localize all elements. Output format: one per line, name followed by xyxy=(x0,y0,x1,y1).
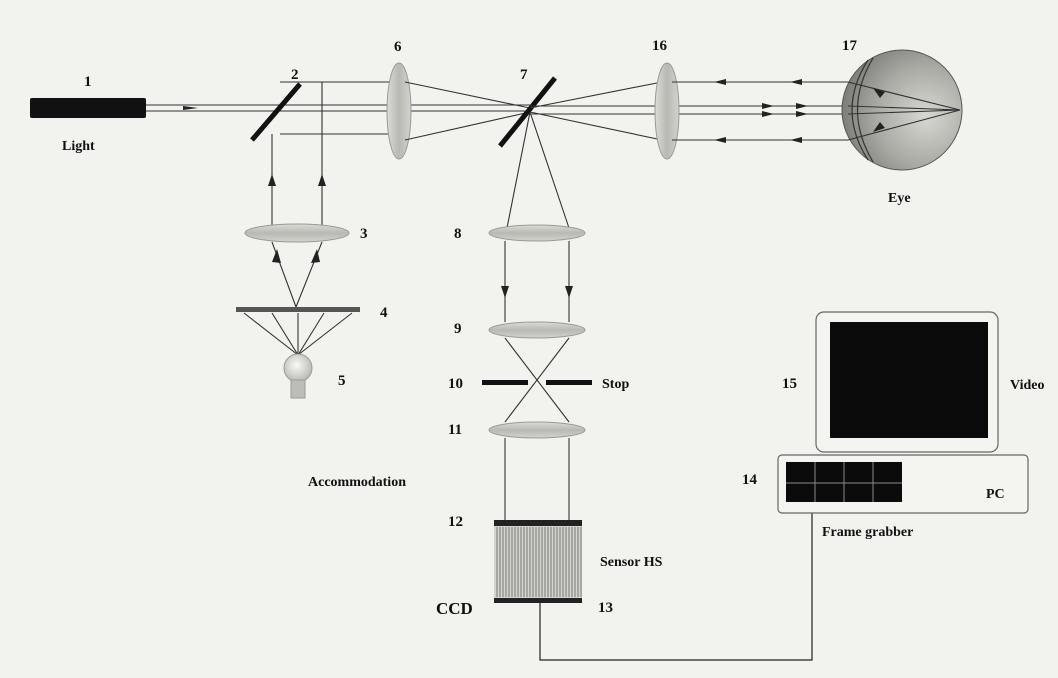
ray-arrow xyxy=(311,249,320,263)
label-9: 9 xyxy=(454,321,462,337)
ray-line xyxy=(504,337,570,423)
light-bulb-5 xyxy=(283,353,313,383)
ray-arrow xyxy=(790,79,802,85)
label-7: 7 xyxy=(520,67,528,83)
stop-aperture-left xyxy=(482,380,528,385)
lens-6 xyxy=(386,62,412,160)
beam-splitter-7 xyxy=(498,76,557,148)
ray-line xyxy=(271,312,299,356)
ray-arrow xyxy=(873,122,885,132)
ray-line xyxy=(529,111,570,229)
label-video: Video xyxy=(1010,378,1044,393)
ray-line xyxy=(847,109,961,141)
label-pc: PC xyxy=(986,487,1005,502)
label-13: 13 xyxy=(598,600,613,616)
label-5: 5 xyxy=(338,373,346,389)
label-3: 3 xyxy=(360,226,368,242)
label-11: 11 xyxy=(448,422,462,438)
hartmann-shack-sensor xyxy=(494,520,582,603)
lens-16 xyxy=(654,62,680,160)
label-4: 4 xyxy=(380,305,388,321)
label-accommodation: Accommodation xyxy=(308,475,406,490)
ray-line xyxy=(243,312,299,356)
label-eye: Eye xyxy=(888,191,911,206)
label-stop: Stop xyxy=(602,377,629,392)
cable-line xyxy=(539,490,813,661)
label-16: 16 xyxy=(652,38,668,54)
stop-aperture-right xyxy=(546,380,592,385)
label-2: 2 xyxy=(291,67,299,83)
lens-9 xyxy=(488,321,586,339)
ray-line xyxy=(529,81,663,109)
bulb-base xyxy=(290,379,306,399)
label-8: 8 xyxy=(454,226,462,242)
ray-arrow xyxy=(318,174,326,186)
label-17: 17 xyxy=(842,38,858,54)
ray-arrow xyxy=(714,137,726,143)
ray-arrow xyxy=(762,111,774,117)
ray-arrow xyxy=(796,111,808,117)
ray-line xyxy=(404,81,531,109)
ray-line xyxy=(506,111,531,229)
label-frame-grabber: Frame grabber xyxy=(822,525,913,540)
monitor-screen xyxy=(830,322,988,438)
label-15: 15 xyxy=(782,376,797,392)
ray-arrow xyxy=(873,88,885,98)
ray-line xyxy=(271,241,297,308)
ray-arrow xyxy=(501,286,509,298)
lens-8 xyxy=(488,224,586,242)
light-source xyxy=(30,98,146,118)
ray-line xyxy=(847,109,961,115)
ray-arrow xyxy=(762,103,774,109)
ray-arrow xyxy=(268,174,276,186)
lens-3 xyxy=(244,223,350,243)
eye xyxy=(841,49,963,171)
beam-arrow xyxy=(183,106,198,110)
cornea xyxy=(857,57,874,163)
ray-line xyxy=(847,105,961,111)
ray-arrow xyxy=(796,103,808,109)
frame-grabber-card xyxy=(786,462,902,502)
diffuser-4 xyxy=(236,307,360,312)
lens-11 xyxy=(488,421,586,439)
label-6: 6 xyxy=(394,39,402,55)
ray-line xyxy=(529,111,663,141)
label-light: Light xyxy=(62,139,95,154)
ray-line xyxy=(297,312,353,356)
label-12: 12 xyxy=(448,514,463,530)
ray-line xyxy=(847,81,961,111)
label-1: 1 xyxy=(84,74,92,90)
label-ccd: CCD xyxy=(436,599,473,618)
ray-arrow xyxy=(272,249,281,263)
ray-line xyxy=(297,312,325,356)
ray-line xyxy=(295,241,323,308)
ray-arrow xyxy=(790,137,802,143)
ray-arrow xyxy=(714,79,726,85)
label-10: 10 xyxy=(448,376,463,392)
label-14: 14 xyxy=(742,472,758,488)
beam-splitter-2 xyxy=(250,82,302,142)
cornea xyxy=(851,59,869,161)
label-sensor-hs: Sensor HS xyxy=(600,555,663,570)
ray-line xyxy=(404,111,531,141)
ray-arrow xyxy=(565,286,573,298)
